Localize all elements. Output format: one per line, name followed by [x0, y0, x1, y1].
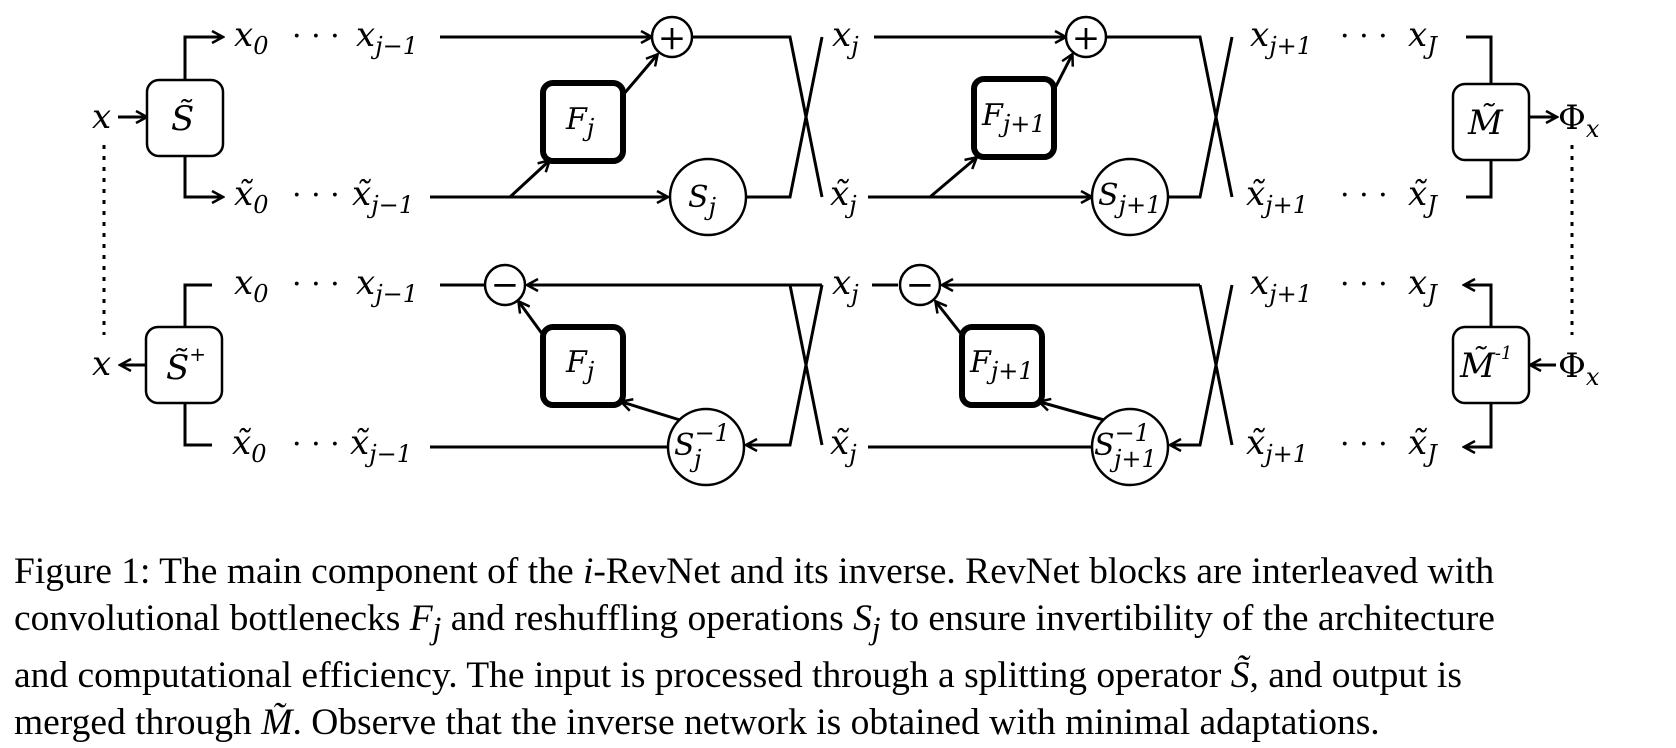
- xj1-label: xj+1: [1250, 15, 1312, 60]
- xj-inv-label: xj: [832, 263, 859, 308]
- F-inv-j-label: Fj: [565, 345, 595, 385]
- xj-label: xj: [832, 15, 859, 60]
- xtj-inv-label: x̃j: [830, 423, 857, 468]
- inverse-phi-label: Φx: [1558, 346, 1600, 391]
- F-block-j1: [971, 76, 1057, 160]
- split-inv-top-line: [183, 283, 212, 327]
- F-j-label: Fj: [565, 102, 595, 142]
- cross-line-a: [692, 35, 824, 198]
- forward-network: x S̃ x0 · · · xj−1 x̃0 · · · x̃j−1 + Fj …: [92, 15, 1600, 237]
- xJ-inv-label: xJ: [1408, 263, 1438, 308]
- dots: · · ·: [1340, 19, 1388, 54]
- merge-inv-top-arrow: [1465, 285, 1493, 327]
- dots: · · ·: [292, 19, 340, 54]
- xtj-to-F-arrow: [929, 158, 976, 199]
- xt0-inv-label: x̃0: [232, 423, 266, 468]
- F-to-plus-arrow-2: [1052, 55, 1072, 91]
- inv-cross-b: [788, 284, 824, 446]
- dots: · · ·: [1340, 267, 1388, 302]
- xtJ-inv-label: x̃J: [1408, 423, 1438, 468]
- caption-line-4: merged through M̃. Observe that the inve…: [14, 701, 1380, 743]
- F-to-plus-arrow: [621, 55, 657, 96]
- x0-inv-label: x0: [234, 263, 268, 308]
- inv-cross-c: [1171, 284, 1234, 445]
- input-x-label: x: [92, 97, 111, 137]
- xtJ-label: x̃J: [1408, 174, 1438, 219]
- merge-top-line: [1466, 35, 1493, 84]
- minus-symbol: −: [491, 265, 520, 305]
- revnet-diagram: x S̃ x0 · · · xj−1 x̃0 · · · x̃j−1 + Fj …: [92, 15, 1600, 487]
- xtjm1-inv-label: x̃j−1: [350, 423, 412, 468]
- F-to-minus-arrow: [519, 302, 545, 336]
- output-phi-label: Φx: [1558, 98, 1600, 143]
- cross-line-c: [1106, 35, 1234, 198]
- x0-label: x0: [234, 15, 268, 60]
- inv-cross-a: [747, 284, 824, 445]
- cross-line-b: [746, 36, 824, 199]
- inverse-x-label: x: [92, 344, 111, 384]
- figure-caption: Figure 1: The main component of the i-Re…: [14, 548, 1666, 746]
- F-block-j: [540, 80, 626, 164]
- dots: · · ·: [292, 178, 340, 213]
- S-j-label: Sj: [688, 180, 717, 221]
- xtj1-label: x̃j+1: [1246, 174, 1308, 219]
- xtjm1-label: x̃j−1: [352, 174, 414, 219]
- dots: · · ·: [292, 267, 340, 302]
- caption-line-1: Figure 1: The main component of the i-Re…: [14, 551, 1495, 592]
- merge-inverse-label: M̃-1: [1459, 343, 1512, 386]
- caption-line-2: convolutional bottlenecks Fj and reshuff…: [14, 598, 1495, 646]
- xtj-label: x̃j: [830, 174, 857, 219]
- F-to-minus2-arrow: [936, 302, 964, 336]
- xJ-label: xJ: [1408, 15, 1438, 60]
- xjm1-label: xj−1: [356, 15, 418, 60]
- S-inv-to-F2-arrow: [1040, 402, 1105, 422]
- xj1-inv-label: xj+1: [1250, 263, 1312, 308]
- plus-symbol-2: +: [1072, 18, 1101, 58]
- merge-operator-label: M̃: [1467, 103, 1504, 143]
- inv-cross-d: [1198, 284, 1234, 446]
- F-inverse-block-j1: [959, 324, 1045, 408]
- inverse-network: x S̃+ x0 · · · xj−1 x̃0 · · · x̃j−1 − Fj…: [92, 263, 1600, 487]
- dots: · · ·: [1340, 427, 1388, 462]
- xtjm1-to-F-arrow: [508, 161, 549, 199]
- plus-symbol: +: [658, 18, 687, 58]
- split-inverse-label: S̃+: [166, 342, 206, 388]
- split-operator-label: S̃: [171, 99, 194, 139]
- xt0-label: x̃0: [234, 174, 268, 219]
- S-j1-label: Sj+1: [1098, 178, 1161, 219]
- cross-line-d: [1168, 36, 1234, 199]
- merge-inv-bottom-arrow: [1465, 403, 1493, 447]
- xtj1-inv-label: x̃j+1: [1246, 423, 1308, 468]
- F-j1-label: Fj+1: [981, 98, 1046, 138]
- split-top-arrow: [183, 37, 222, 80]
- merge-bottom-line: [1466, 160, 1493, 199]
- merge-operator-box: [1451, 82, 1531, 162]
- xjm1-inv-label: xj−1: [356, 263, 418, 308]
- F-inv-j1-label: Fj+1: [969, 345, 1034, 385]
- S-inv-to-F-arrow: [622, 402, 681, 422]
- split-bottom-arrow: [183, 156, 222, 197]
- F-inverse-block-j: [540, 324, 626, 408]
- minus-symbol-2: −: [906, 265, 935, 305]
- caption-line-3: and computational efficiency. The input …: [14, 654, 1462, 696]
- dots: · · ·: [1340, 178, 1388, 213]
- split-inv-bottom-line: [183, 403, 212, 447]
- dots: · · ·: [292, 427, 340, 462]
